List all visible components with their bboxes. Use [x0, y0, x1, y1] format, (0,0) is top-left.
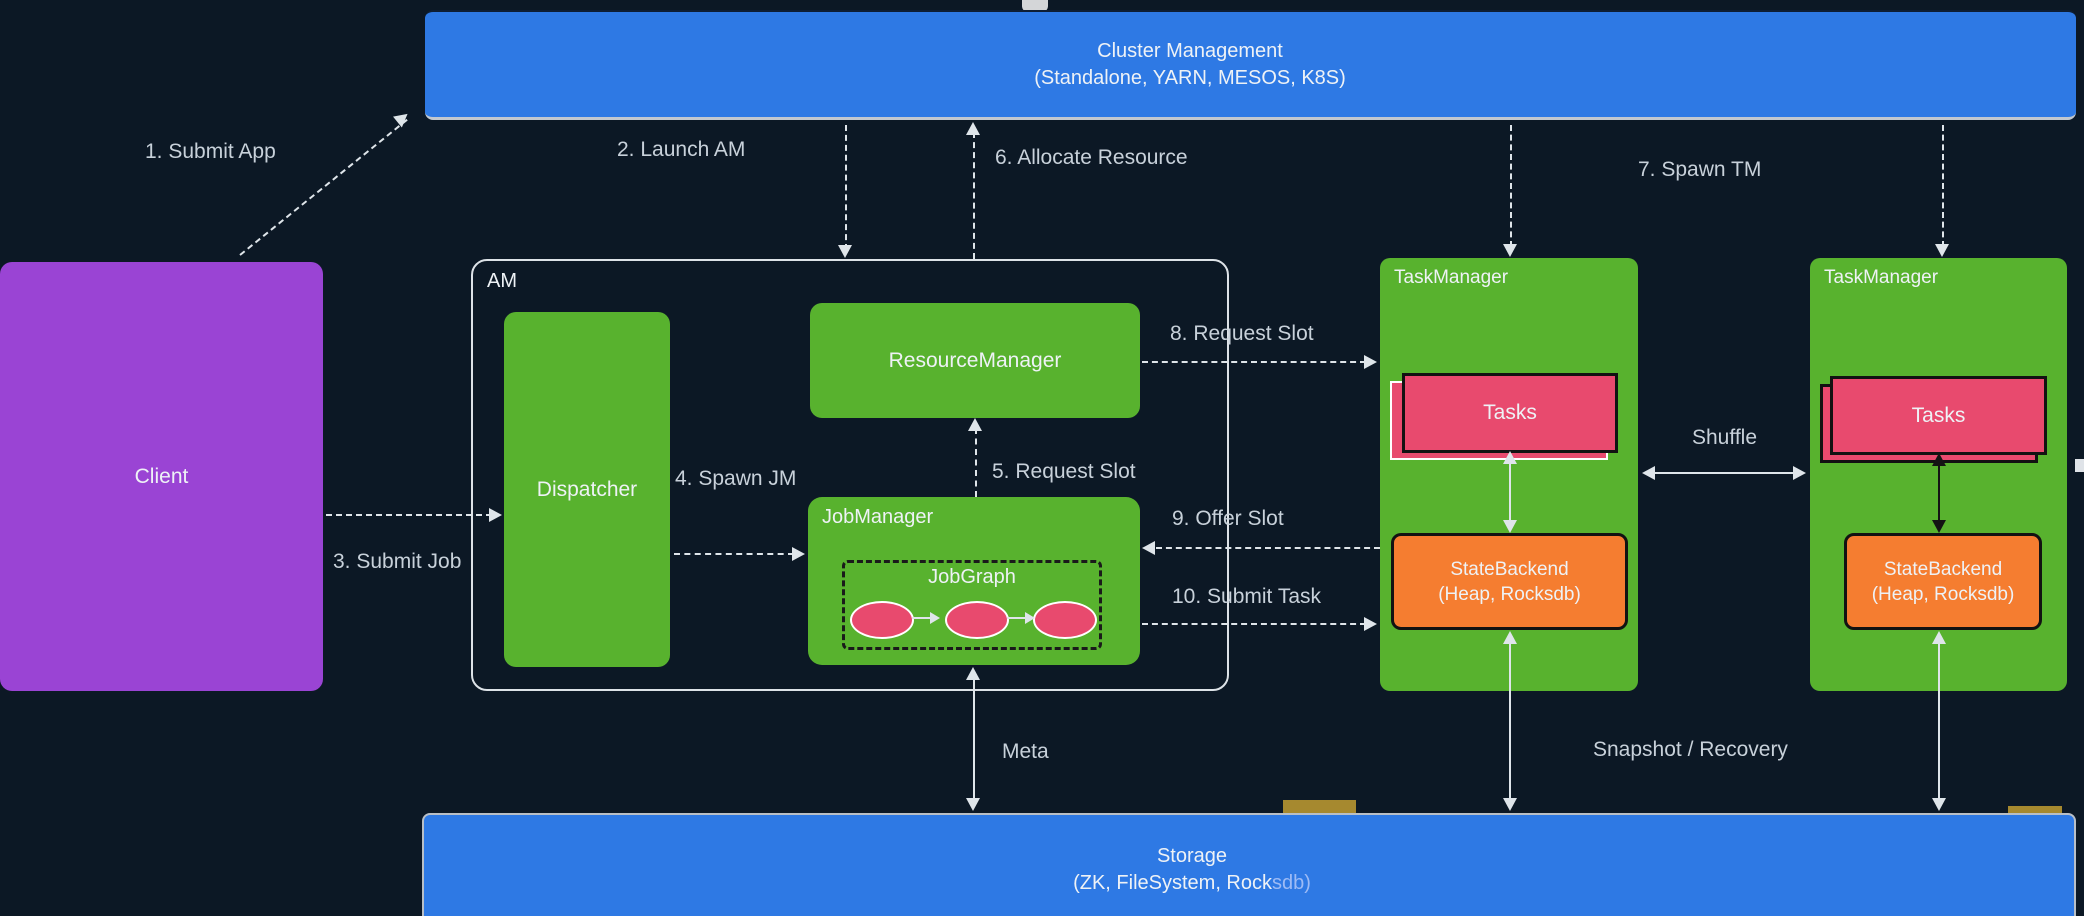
tm1-tasks-state-arrowhead [1503, 451, 1517, 464]
shuffle-arrowhead [1642, 466, 1655, 480]
request-slot-jm-arrow [975, 428, 977, 497]
tm1-storage-arrowhead [1503, 798, 1517, 811]
edge-label-request-slot-tm: 8. Request Slot [1170, 322, 1314, 345]
storage-subtitle-prefix: (ZK, FileSystem, Rock [1073, 872, 1272, 894]
request-slot-tm-arrow [1142, 361, 1366, 363]
submit-app-arrowhead [393, 108, 412, 128]
edge-label-submit-job: 3. Submit Job [333, 550, 462, 573]
tm2-state-backend-line2: (Heap, Rocksdb) [1871, 583, 2015, 605]
storage-subtitle-highlight: sdb) [1272, 872, 1311, 894]
job-manager-label: JobManager [822, 506, 934, 528]
launch-am-arrowhead [838, 245, 852, 258]
shuffle-arrow [1654, 472, 1794, 474]
allocate-resource-arrowhead [966, 122, 980, 135]
task-manager-2-tasks-label: Tasks [1911, 403, 1966, 427]
tm2-tasks-state-arrowhead [1932, 520, 1946, 533]
edge-label-offer-slot: 9. Offer Slot [1172, 507, 1284, 530]
tm2-state-backend-line1: StateBackend [1883, 558, 2003, 580]
shuffle-arrowhead [1793, 466, 1806, 480]
submit-task-arrow [1142, 623, 1366, 625]
top-tab [1022, 0, 1048, 12]
spawn-tm-arrow-2 [1942, 125, 1944, 247]
tm1-tasks-state-arrow [1509, 462, 1511, 524]
job-graph-box: JobGraph [842, 560, 1102, 650]
task-manager-1-tasks-label: Tasks [1483, 401, 1537, 424]
edge-label-allocate-resource: 6. Allocate Resource [995, 146, 1188, 169]
cluster-management-subtitle: (Standalone, YARN, MESOS, K8S) [1034, 66, 1346, 89]
cluster-management-title: Cluster Management [1097, 39, 1283, 62]
resource-manager-label: ResourceManager [888, 348, 1062, 372]
tm1-storage-arrow [1509, 641, 1511, 800]
task-manager-1-label: TaskManager [1394, 267, 1509, 288]
am-container: AM [471, 259, 1229, 691]
storage-subtitle: (ZK, FileSystem, Rocksdb) [424, 870, 1960, 897]
task-manager-2-label: TaskManager [1824, 267, 1939, 288]
spawn-tm-arrowhead-2 [1935, 244, 1949, 257]
edge-label-meta: Meta [1002, 740, 1049, 763]
meta-arrowhead [966, 667, 980, 680]
resource-manager-box: ResourceManager [810, 303, 1140, 418]
submit-task-arrowhead [1364, 617, 1377, 631]
edge-label-snapshot-recovery: Snapshot / Recovery [1593, 738, 1788, 761]
request-slot-tm-arrowhead [1364, 355, 1377, 369]
allocate-resource-arrow [973, 132, 975, 259]
dispatcher-box: Dispatcher [504, 312, 670, 667]
tm1-state-backend-line2: (Heap, Rocksdb) [1438, 583, 1581, 605]
offscreen-arrow-fragment [2075, 459, 2084, 472]
offer-slot-arrowhead [1142, 541, 1155, 555]
tm2-storage-arrowhead [1932, 798, 1946, 811]
spawn-jm-arrow [674, 553, 794, 555]
tan-fragment [1283, 800, 1356, 814]
task-manager-2-tasks-box: Tasks [1830, 376, 2047, 455]
job-graph-vertex [1033, 601, 1097, 639]
tan-fragment [2008, 806, 2062, 814]
tm1-tasks-state-arrowhead [1503, 520, 1517, 533]
meta-arrow [973, 678, 975, 800]
request-slot-jm-arrowhead [968, 418, 982, 431]
dispatcher-label: Dispatcher [536, 477, 638, 501]
tm2-tasks-state-arrow [1938, 464, 1940, 522]
edge-label-launch-am: 2. Launch AM [617, 138, 746, 161]
tm2-tasks-state-arrowhead [1932, 453, 1946, 466]
meta-arrowhead [966, 798, 980, 811]
launch-am-arrow [845, 125, 847, 250]
tm2-storage-arrowhead [1932, 631, 1946, 644]
client-box: Client [0, 262, 323, 691]
spawn-tm-arrowhead-1 [1503, 244, 1517, 257]
am-label: AM [487, 270, 517, 292]
edge-label-spawn-tm: 7. Spawn TM [1638, 158, 1762, 181]
tm1-storage-arrowhead [1503, 631, 1517, 644]
client-label: Client [134, 464, 189, 488]
submit-job-arrow [326, 514, 492, 516]
job-graph-vertex [850, 601, 914, 639]
tm1-state-backend-line1: StateBackend [1450, 558, 1569, 580]
submit-job-arrowhead [489, 508, 502, 522]
storage-title: Storage [1156, 845, 1228, 867]
edge-label-spawn-jm: 4. Spawn JM [675, 467, 797, 490]
cluster-management-text: Cluster Management (Standalone, YARN, ME… [425, 38, 1955, 92]
job-graph-vertex [945, 601, 1009, 639]
tm2-storage-arrow [1938, 641, 1940, 800]
edge-label-submit-app: 1. Submit App [145, 140, 276, 163]
storage-banner: Storage (ZK, FileSystem, Rocksdb) [422, 813, 2076, 916]
edge-label-shuffle: Shuffle [1692, 426, 1757, 449]
cluster-management-banner: Cluster Management (Standalone, YARN, ME… [425, 10, 2076, 120]
spawn-tm-arrow-1 [1510, 125, 1512, 247]
spawn-jm-arrowhead [792, 547, 805, 561]
offer-slot-arrow [1156, 547, 1380, 549]
job-graph-arrow [1007, 617, 1027, 619]
job-graph-label: JobGraph [928, 566, 1016, 588]
task-manager-1-tasks-box: Tasks [1402, 373, 1618, 453]
job-graph-arrowhead [930, 612, 940, 624]
edge-label-submit-task: 10. Submit Task [1172, 585, 1322, 608]
job-graph-arrowhead [1025, 612, 1035, 624]
edge-label-request-slot-jm: 5. Request Slot [992, 460, 1136, 483]
task-manager-1-state-backend-box: StateBackend (Heap, Rocksdb) [1391, 533, 1628, 630]
storage-text: Storage (ZK, FileSystem, Rocksdb) [424, 843, 1960, 897]
job-graph-arrow [912, 617, 932, 619]
task-manager-2-state-backend-box: StateBackend (Heap, Rocksdb) [1844, 533, 2042, 630]
